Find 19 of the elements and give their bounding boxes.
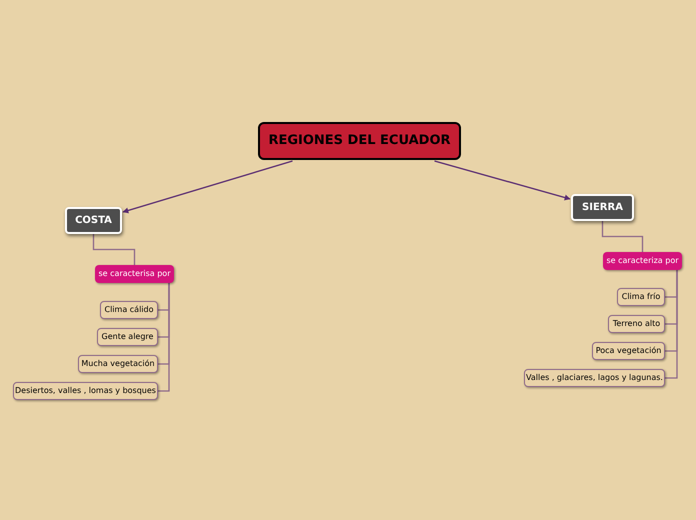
leaf-node: Gente alegre [97,328,158,346]
connector-line [158,283,170,392]
region-node: SIERRA [571,194,634,221]
connector-line [665,270,678,379]
connector-line [92,234,136,265]
connector-node: se caracteriza por [603,252,682,270]
connector-line [602,221,644,252]
arrow [122,160,293,214]
leaf-node: Mucha vegetación [78,355,158,373]
leaf-node: Clima frío [617,288,665,306]
leaf-node: Valles , glaciares, lagos y lagunas. [524,369,665,387]
arrow [434,160,571,200]
leaf-node: Terreno alto [608,315,665,333]
root-node: REGIONES DEL ECUADOR [258,122,461,160]
connector-node: se caracterisa por [95,265,174,283]
leaf-node: Desiertos, valles , lomas y bosques [13,382,158,400]
leaf-node: Clima cálido [100,301,158,319]
region-node: COSTA [65,207,122,234]
leaf-node: Poca vegetación [592,342,665,360]
